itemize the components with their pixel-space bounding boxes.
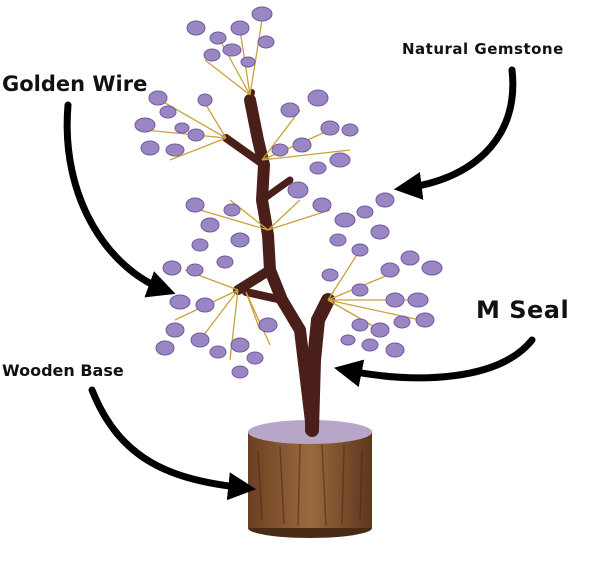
natural-gemstone-arrow xyxy=(393,66,517,200)
callout-arrows xyxy=(63,66,536,501)
wooden-base-arrow xyxy=(88,386,257,501)
natural-gemstone-label: Natural Gemstone xyxy=(402,40,564,58)
wooden-base xyxy=(248,420,372,538)
m-seal-arrow xyxy=(334,336,536,388)
m-seal-label: M Seal xyxy=(476,296,570,324)
tree-trunk xyxy=(222,89,335,437)
golden-wire-label: Golden Wire xyxy=(2,72,148,96)
golden-wire-arrow xyxy=(63,101,176,298)
wooden-base-label: Wooden Base xyxy=(2,361,124,380)
amethyst-gemstones xyxy=(134,6,443,379)
